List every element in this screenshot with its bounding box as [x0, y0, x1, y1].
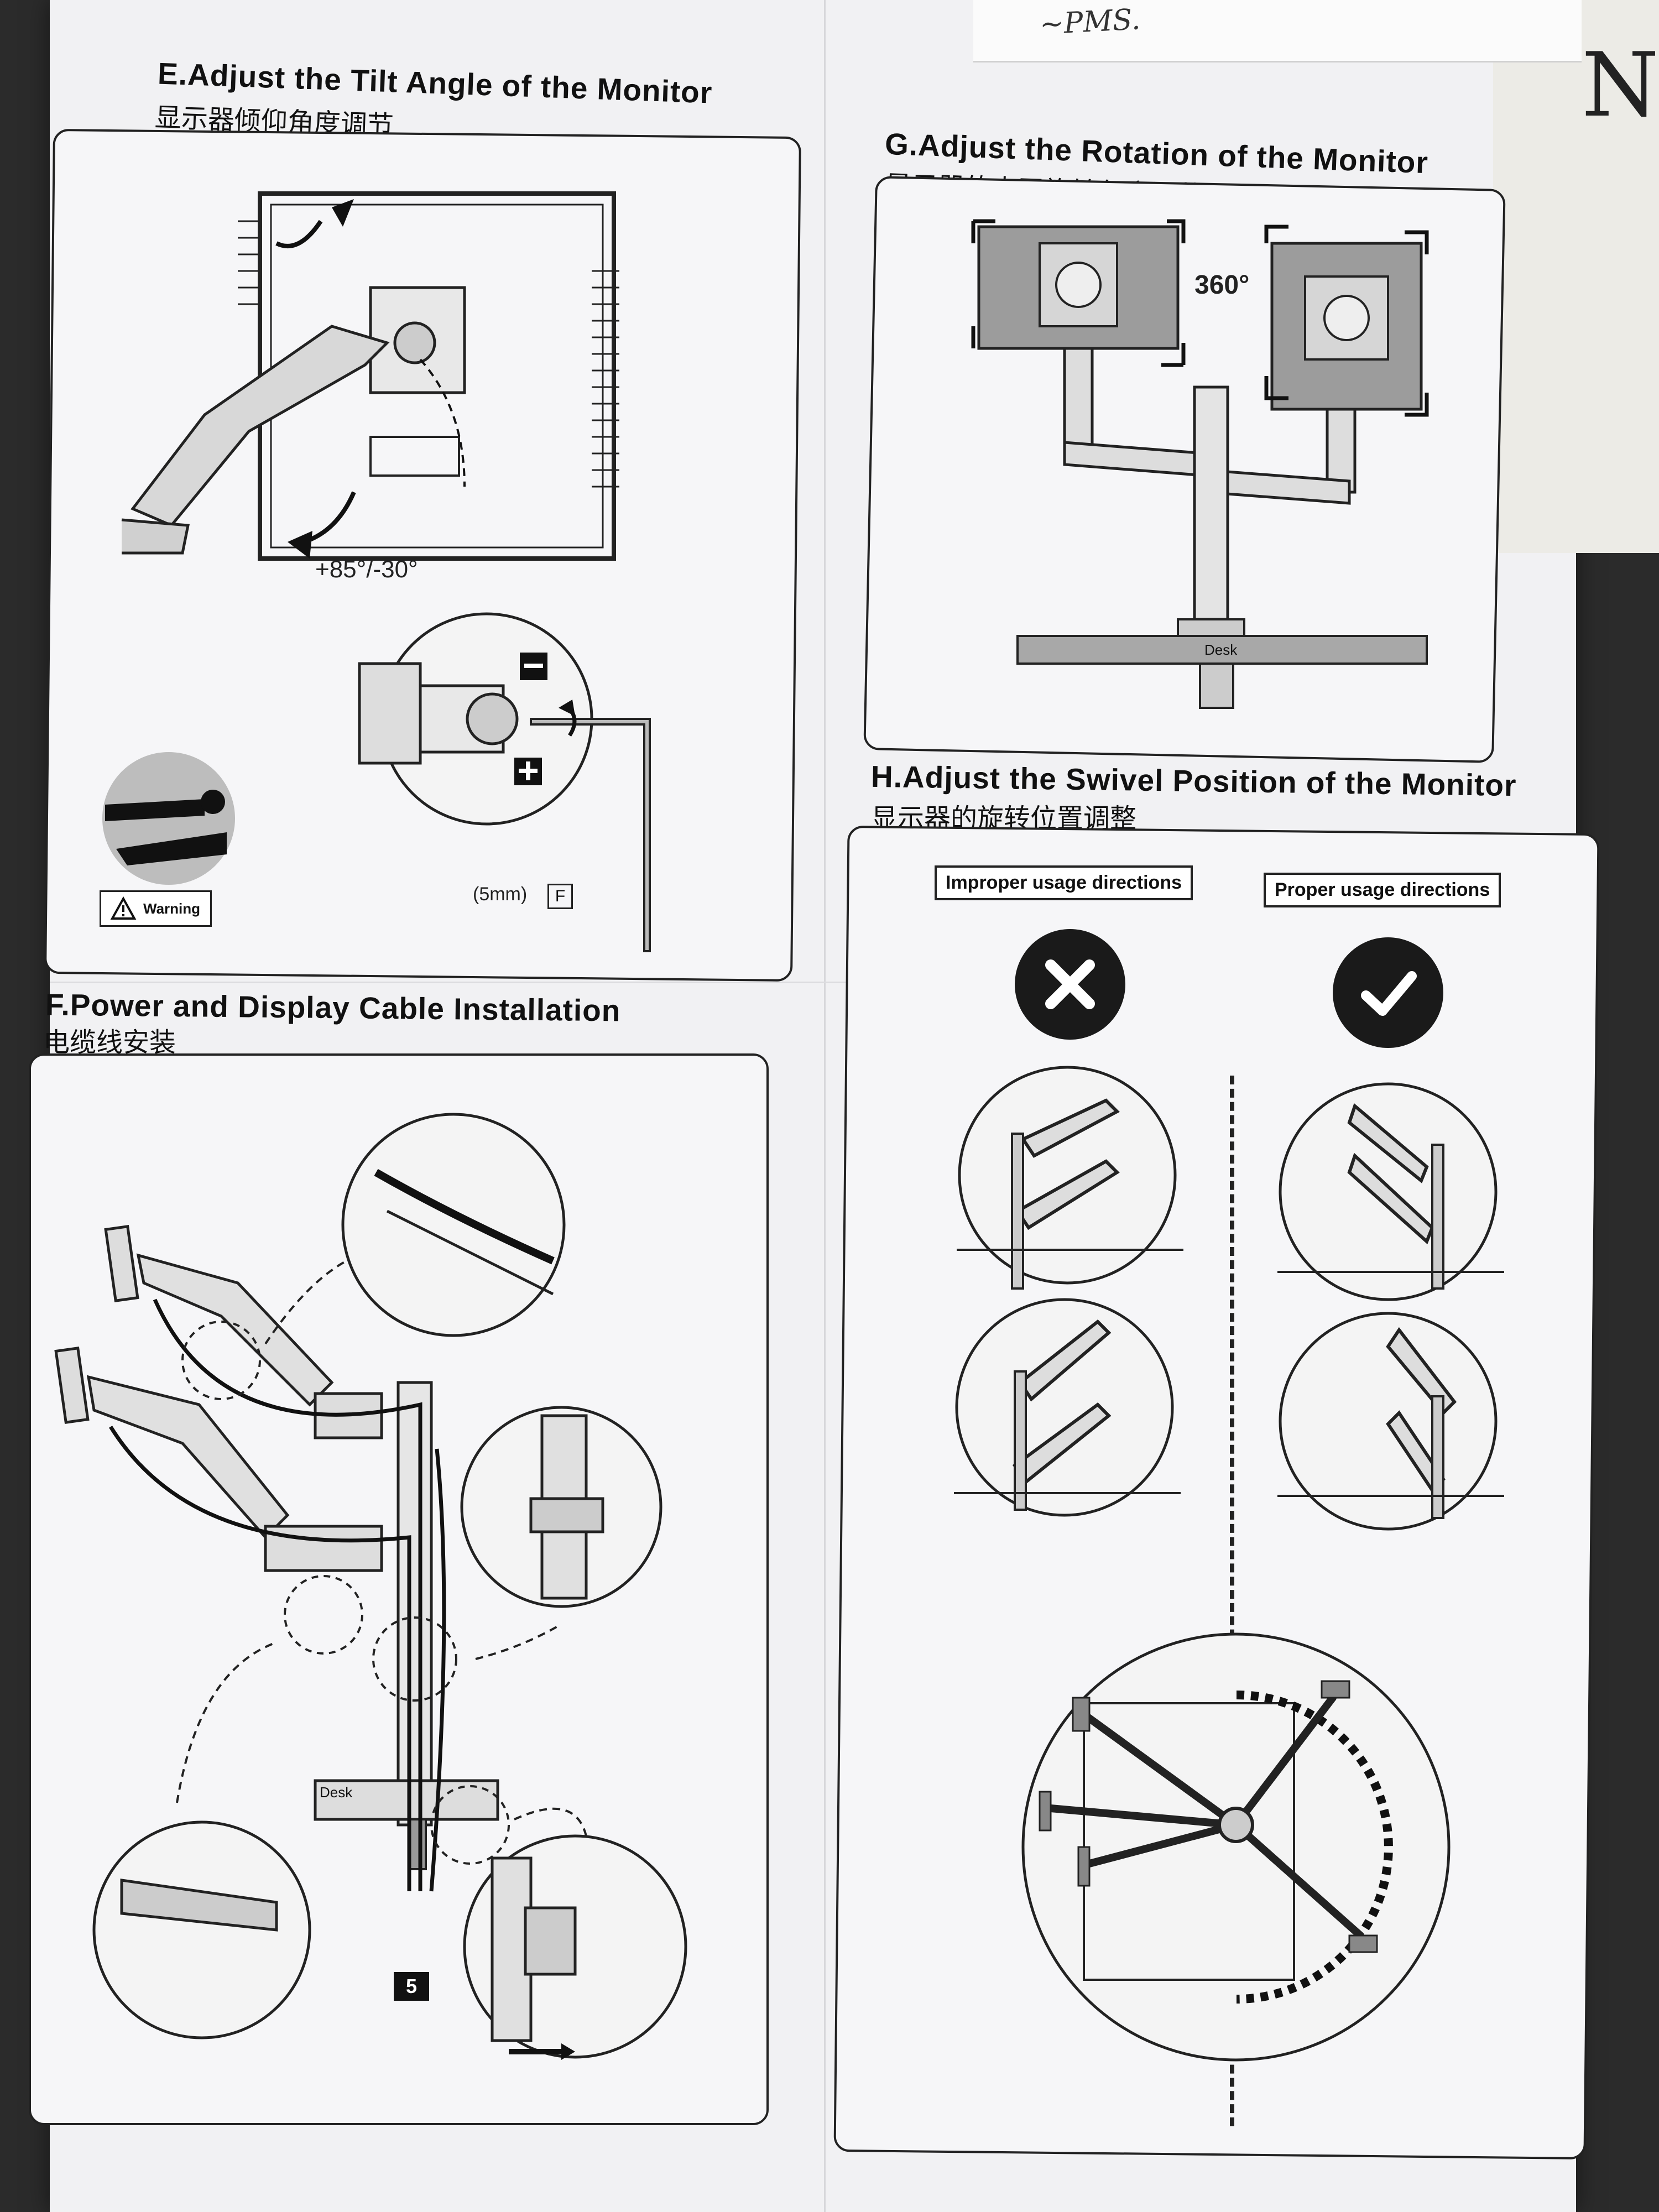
background-letter: N — [1582, 33, 1659, 137]
proper-example-1 — [1277, 1082, 1504, 1301]
warning-label: Warning — [143, 900, 201, 917]
hex-key-letter: F — [547, 884, 573, 909]
cross-icon — [1045, 959, 1095, 1009]
tilt-diagram — [121, 191, 619, 561]
fold-line-vertical — [824, 0, 826, 2212]
tilt-detail-circle — [358, 612, 651, 952]
improper-example-2 — [954, 1298, 1181, 1517]
divider-dashed-line — [1230, 1076, 1234, 2126]
improper-usage-label: Improper usage directions — [935, 865, 1193, 900]
handwritten-note: ~PMS. — [1039, 3, 1141, 41]
tilt-range-label: +85°/-30° — [315, 556, 418, 583]
proper-mark — [1333, 937, 1443, 1048]
improper-example-1 — [957, 1066, 1183, 1290]
background-paper — [1493, 0, 1659, 553]
warning-triangle-icon — [110, 896, 137, 920]
rotation-label: 360° — [1194, 270, 1250, 300]
proper-example-2 — [1277, 1312, 1504, 1531]
warning-box: Warning — [100, 890, 212, 927]
step-badge: 5 — [394, 1972, 429, 2001]
swivel-range-diagram — [1021, 1632, 1451, 2062]
desk-label-f: Desk — [320, 1784, 353, 1801]
hex-key-size-label: (5mm) — [473, 884, 528, 905]
rotation-diagram — [971, 219, 1429, 709]
cable-installation-diagram — [54, 1113, 687, 2060]
section-f-subtitle: 电缆线安装 — [43, 1027, 176, 1058]
proper-usage-label: Proper usage directions — [1264, 873, 1501, 907]
handwritten-note-strip — [973, 0, 1582, 62]
improper-mark — [1015, 929, 1125, 1040]
check-icon — [1361, 971, 1417, 1016]
fold-line-horizontal — [50, 982, 1576, 983]
warning-pinch-illustration — [102, 752, 235, 885]
desk-label-g: Desk — [1204, 641, 1238, 658]
